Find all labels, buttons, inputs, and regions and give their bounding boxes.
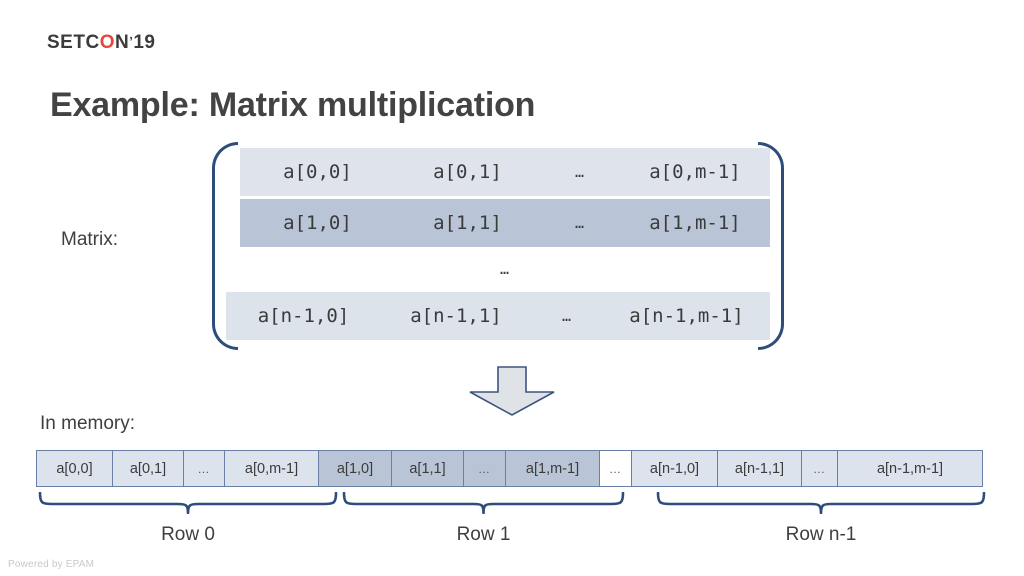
memory-cell-ellipsis: …: [184, 451, 225, 486]
matrix-row-ellipsis: …: [240, 250, 770, 288]
footer-credit: Powered by EPAM: [8, 559, 95, 570]
memory-cell: a[n-1,0]: [632, 451, 718, 486]
matrix-cell-ellipsis: …: [574, 214, 586, 232]
memory-strip: a[0,0] a[0,1] … a[0,m-1] a[1,0] a[1,1] ……: [36, 450, 983, 487]
memory-cell-ellipsis: …: [464, 451, 506, 486]
memory-cell: a[0,0]: [37, 451, 113, 486]
matrix-row-0: a[0,0] a[0,1] … a[0,m-1]: [240, 148, 770, 196]
logo-text-pre: SETC: [47, 32, 100, 53]
row-label-1: Row 1: [456, 524, 511, 545]
matrix-cell: a[0,1]: [433, 161, 502, 183]
memory-cell: a[1,m-1]: [506, 451, 600, 486]
matrix-cell: a[0,0]: [283, 161, 352, 183]
memory-cell: a[n-1,m-1]: [838, 451, 982, 486]
memory-cell: a[0,m-1]: [225, 451, 319, 486]
logo-letter-o: O: [99, 32, 115, 53]
logo-year: 19: [133, 32, 156, 53]
memory-cell: a[0,1]: [113, 451, 184, 486]
setcon-logo: SETCONʼ19: [47, 32, 155, 54]
memory-cell: a[1,1]: [392, 451, 464, 486]
down-arrow-icon: [468, 366, 556, 416]
matrix-row-1: a[1,0] a[1,1] … a[1,m-1]: [240, 199, 770, 247]
memory-cell: a[1,0]: [319, 451, 392, 486]
in-memory-label: In memory:: [40, 413, 136, 434]
brace-row-n-1: [656, 491, 986, 515]
matrix-vertical-ellipsis: …: [499, 260, 511, 278]
row-label-n-1: Row n-1: [785, 524, 857, 545]
matrix-rows: a[0,0] a[0,1] … a[0,m-1] a[1,0] a[1,1] ……: [226, 148, 770, 344]
memory-cell: a[n-1,1]: [718, 451, 802, 486]
logo-text-post: N: [114, 32, 130, 53]
matrix-cell: a[1,1]: [433, 212, 502, 234]
logo-apostrophe: ʼ: [129, 34, 134, 49]
brace-row-1: [342, 491, 625, 515]
matrix-label: Matrix:: [61, 229, 118, 250]
matrix-cell: a[1,m-1]: [649, 212, 741, 234]
matrix-cell-ellipsis: …: [574, 163, 586, 181]
matrix-cell: a[n-1,0]: [257, 305, 350, 327]
brace-row-0: [38, 491, 338, 515]
row-label-0: Row 0: [161, 524, 215, 545]
matrix-cell: a[n-1,m-1]: [629, 305, 744, 327]
memory-cell-ellipsis: …: [600, 451, 632, 486]
page-title: Example: Matrix multiplication: [50, 86, 536, 124]
memory-cell-ellipsis: …: [802, 451, 838, 486]
matrix-diagram: a[0,0] a[0,1] … a[0,m-1] a[1,0] a[1,1] ……: [212, 142, 784, 350]
matrix-cell: a[1,0]: [283, 212, 352, 234]
matrix-cell: a[n-1,1]: [410, 305, 502, 327]
matrix-cell: a[0,m-1]: [649, 161, 741, 183]
matrix-row-n-1: a[n-1,0] a[n-1,1] … a[n-1,m-1]: [226, 292, 770, 340]
matrix-cell-ellipsis: …: [561, 307, 573, 325]
